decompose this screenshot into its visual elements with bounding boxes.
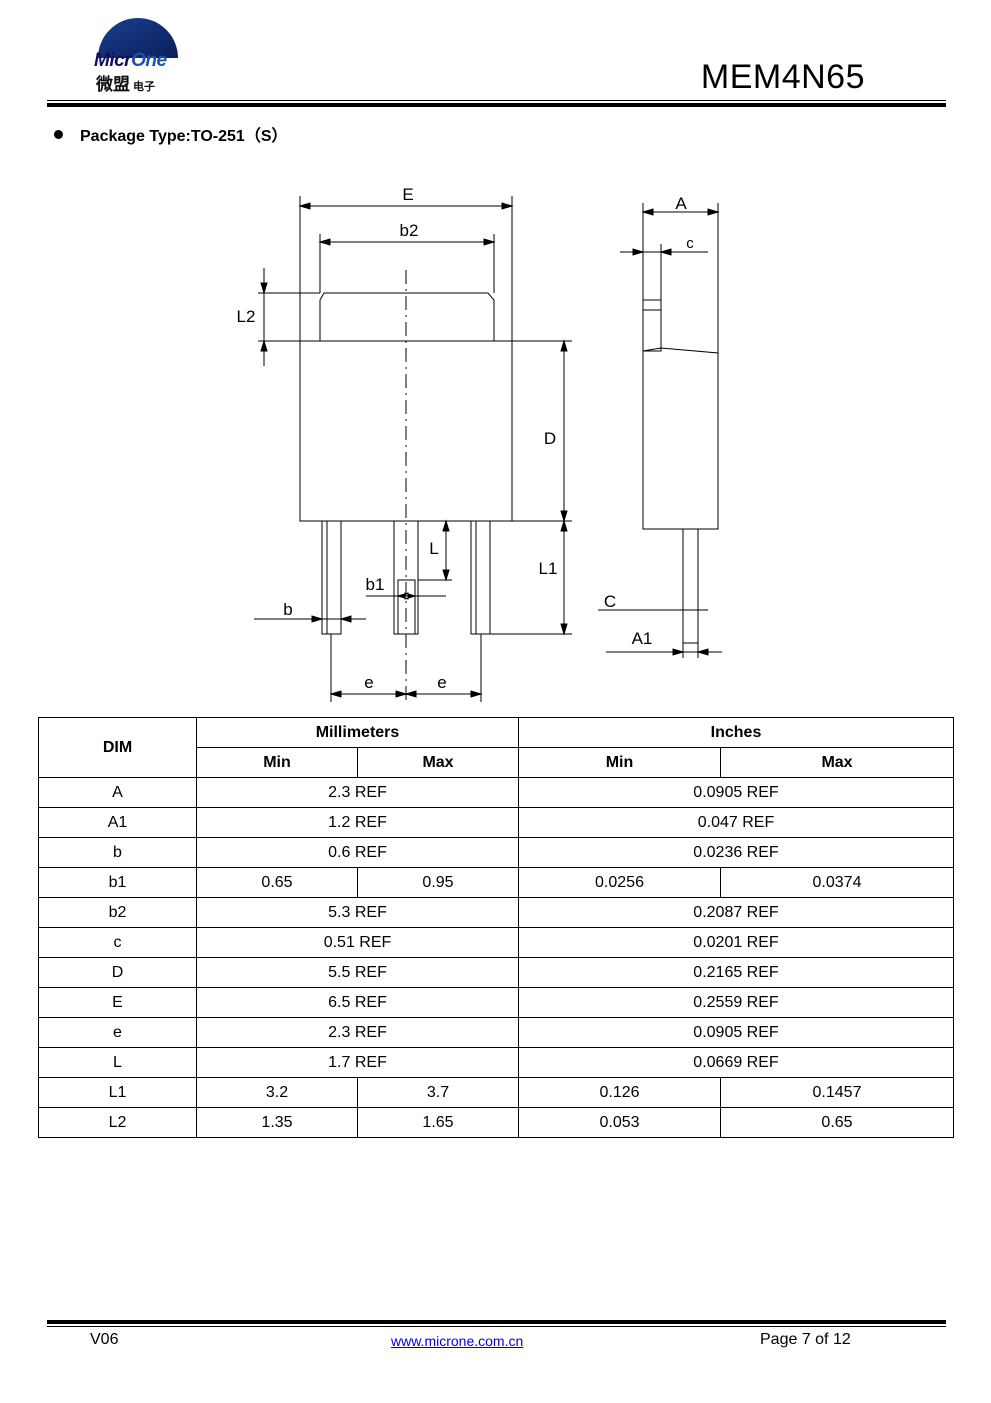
inch-value-cell: 0.2087 REF [518, 897, 954, 928]
dimension-table: DIM Millimeters Inches Min Max Min Max A… [38, 717, 954, 1138]
label-e-left: e [364, 673, 373, 692]
label-A: A [675, 194, 687, 213]
footer-rule-thick [47, 1320, 946, 1324]
dim-cell: A [38, 777, 197, 808]
footer-website-link[interactable]: www.microne.com.cn [391, 1333, 524, 1349]
tab-outline [319, 292, 495, 341]
header-mm-max: Max [357, 747, 519, 778]
inch-value-cell: 0.0201 REF [518, 927, 954, 958]
mm-min-cell: 3.2 [196, 1077, 358, 1108]
label-b: b [283, 600, 292, 619]
header-mm-min: Min [196, 747, 358, 778]
inch-max-cell: 0.0374 [720, 867, 954, 898]
footer-page-number: Page 7 of 12 [760, 1331, 851, 1348]
label-A1: A1 [632, 629, 653, 648]
lead-left [321, 520, 342, 635]
header-in-max: Max [720, 747, 954, 778]
dim-cell: b2 [38, 897, 197, 928]
dim-cell: E [38, 987, 197, 1018]
package-outline-diagram: E b2 L2 D L1 L b1 b e e A [237, 185, 722, 702]
dim-cell: b [38, 837, 197, 868]
mm-value-cell: 2.3 REF [196, 1017, 519, 1048]
dim-cell: D [38, 957, 197, 988]
mm-max-cell: 3.7 [357, 1077, 519, 1108]
lead-center-narrow [397, 579, 416, 635]
mm-value-cell: 6.5 REF [196, 987, 519, 1018]
side-tab [642, 299, 662, 352]
dim-cell: c [38, 927, 197, 958]
label-e-right: e [437, 673, 446, 692]
inch-min-cell: 0.0256 [518, 867, 721, 898]
mm-min-cell: 0.65 [196, 867, 358, 898]
footer-rule-thin [47, 1326, 946, 1327]
label-L1: L1 [539, 559, 558, 578]
header-inches: Inches [518, 717, 954, 748]
label-L: L [429, 539, 438, 558]
label-C: C [604, 592, 616, 611]
inch-value-cell: 0.2165 REF [518, 957, 954, 988]
logo-wordmark: MicrOne [94, 50, 167, 71]
label-b2: b2 [400, 221, 419, 240]
header-in-min: Min [518, 747, 721, 778]
inch-min-cell: 0.126 [518, 1077, 721, 1108]
mm-value-cell: 2.3 REF [196, 777, 519, 808]
dim-cell: b1 [38, 867, 197, 898]
mm-value-cell: 0.6 REF [196, 837, 519, 868]
header-rule-thin [47, 100, 946, 101]
inch-max-cell: 0.65 [720, 1107, 954, 1138]
header-dim: DIM [38, 717, 197, 778]
side-body [642, 347, 719, 530]
mm-value-cell: 0.51 REF [196, 927, 519, 958]
inch-value-cell: 0.0905 REF [518, 777, 954, 808]
label-E: E [402, 185, 413, 204]
side-lead [682, 528, 699, 644]
header-millimeters: Millimeters [196, 717, 519, 748]
bullet-icon [54, 130, 63, 139]
inch-min-cell: 0.053 [518, 1107, 721, 1138]
inch-value-cell: 0.0669 REF [518, 1047, 954, 1078]
inch-max-cell: 0.1457 [720, 1077, 954, 1108]
dim-cell: L [38, 1047, 197, 1078]
lead-right [470, 520, 491, 635]
dim-cell: e [38, 1017, 197, 1048]
dim-cell: L2 [38, 1107, 197, 1138]
mm-value-cell: 5.3 REF [196, 897, 519, 928]
header-rule-thick [47, 103, 946, 107]
mm-min-cell: 1.35 [196, 1107, 358, 1138]
mm-value-cell: 1.2 REF [196, 807, 519, 838]
inch-value-cell: 0.0236 REF [518, 837, 954, 868]
mm-value-cell: 1.7 REF [196, 1047, 519, 1078]
package-type-line: Package Type:TO-251（S） [54, 122, 288, 146]
footer-version: V06 [90, 1331, 119, 1348]
label-b1: b1 [366, 575, 385, 594]
document-title: MEM4N65 [700, 58, 865, 96]
dim-cell: A1 [38, 807, 197, 838]
mm-max-cell: 1.65 [357, 1107, 519, 1138]
inch-value-cell: 0.047 REF [518, 807, 954, 838]
label-D: D [544, 429, 556, 448]
inch-value-cell: 0.0905 REF [518, 1017, 954, 1048]
inch-value-cell: 0.2559 REF [518, 987, 954, 1018]
mm-max-cell: 0.95 [357, 867, 519, 898]
dim-cell: L1 [38, 1077, 197, 1108]
logo-chinese-text: 微盟电子 [96, 75, 155, 95]
logo-globe-icon [98, 18, 178, 58]
label-L2: L2 [237, 307, 256, 326]
label-c: c [686, 235, 694, 252]
company-logo: MicrOne 微盟电子 [88, 6, 188, 95]
mm-value-cell: 5.5 REF [196, 957, 519, 988]
